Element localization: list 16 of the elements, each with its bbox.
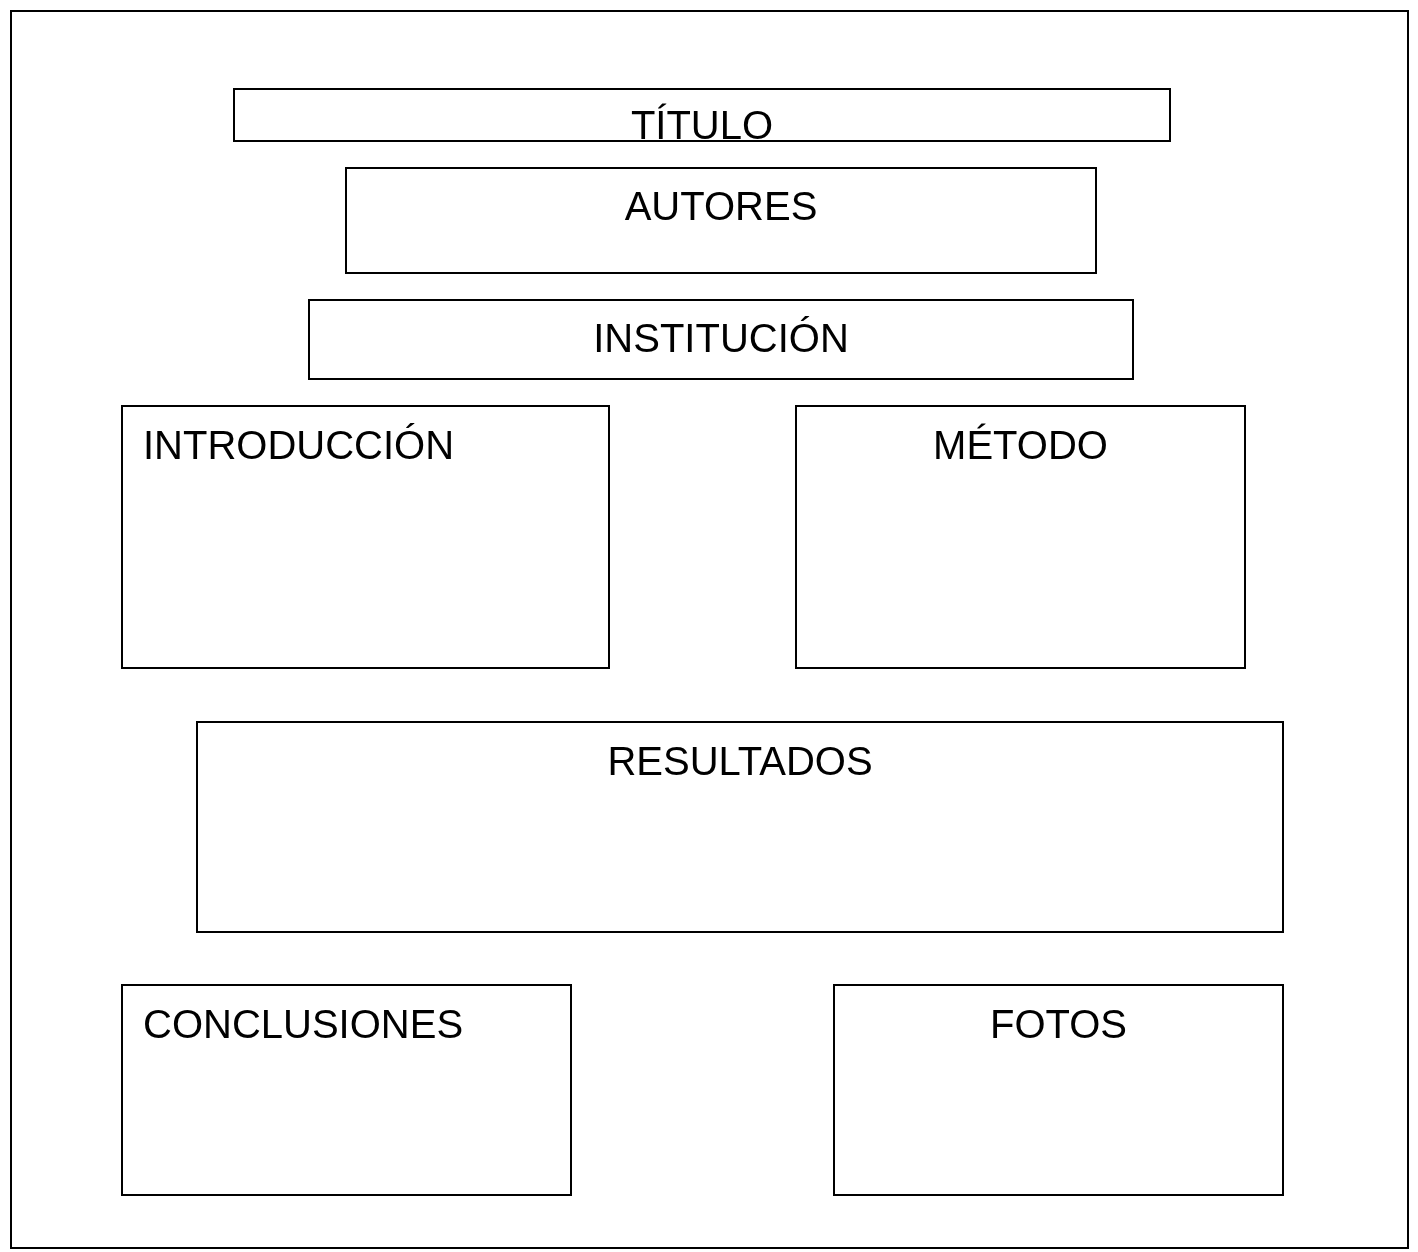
section-box xyxy=(795,405,1246,669)
section-box xyxy=(833,984,1284,1196)
section-heading: INSTITUCIÓN xyxy=(593,315,849,361)
section-box xyxy=(121,984,572,1196)
section-box xyxy=(233,88,1171,142)
section-box xyxy=(308,299,1134,380)
section-heading: RESULTADOS xyxy=(607,738,873,784)
section-heading: TÍTULO xyxy=(630,102,774,148)
section-heading: CONCLUSIONES xyxy=(143,1001,464,1047)
section-box xyxy=(196,721,1284,933)
section-box xyxy=(345,167,1097,274)
section-heading: MÉTODO xyxy=(933,422,1108,468)
section-heading: FOTOS xyxy=(989,1001,1128,1047)
section-heading: AUTORES xyxy=(624,183,818,229)
section-box xyxy=(121,405,610,669)
section-heading: INTRODUCCIÓN xyxy=(143,422,455,468)
